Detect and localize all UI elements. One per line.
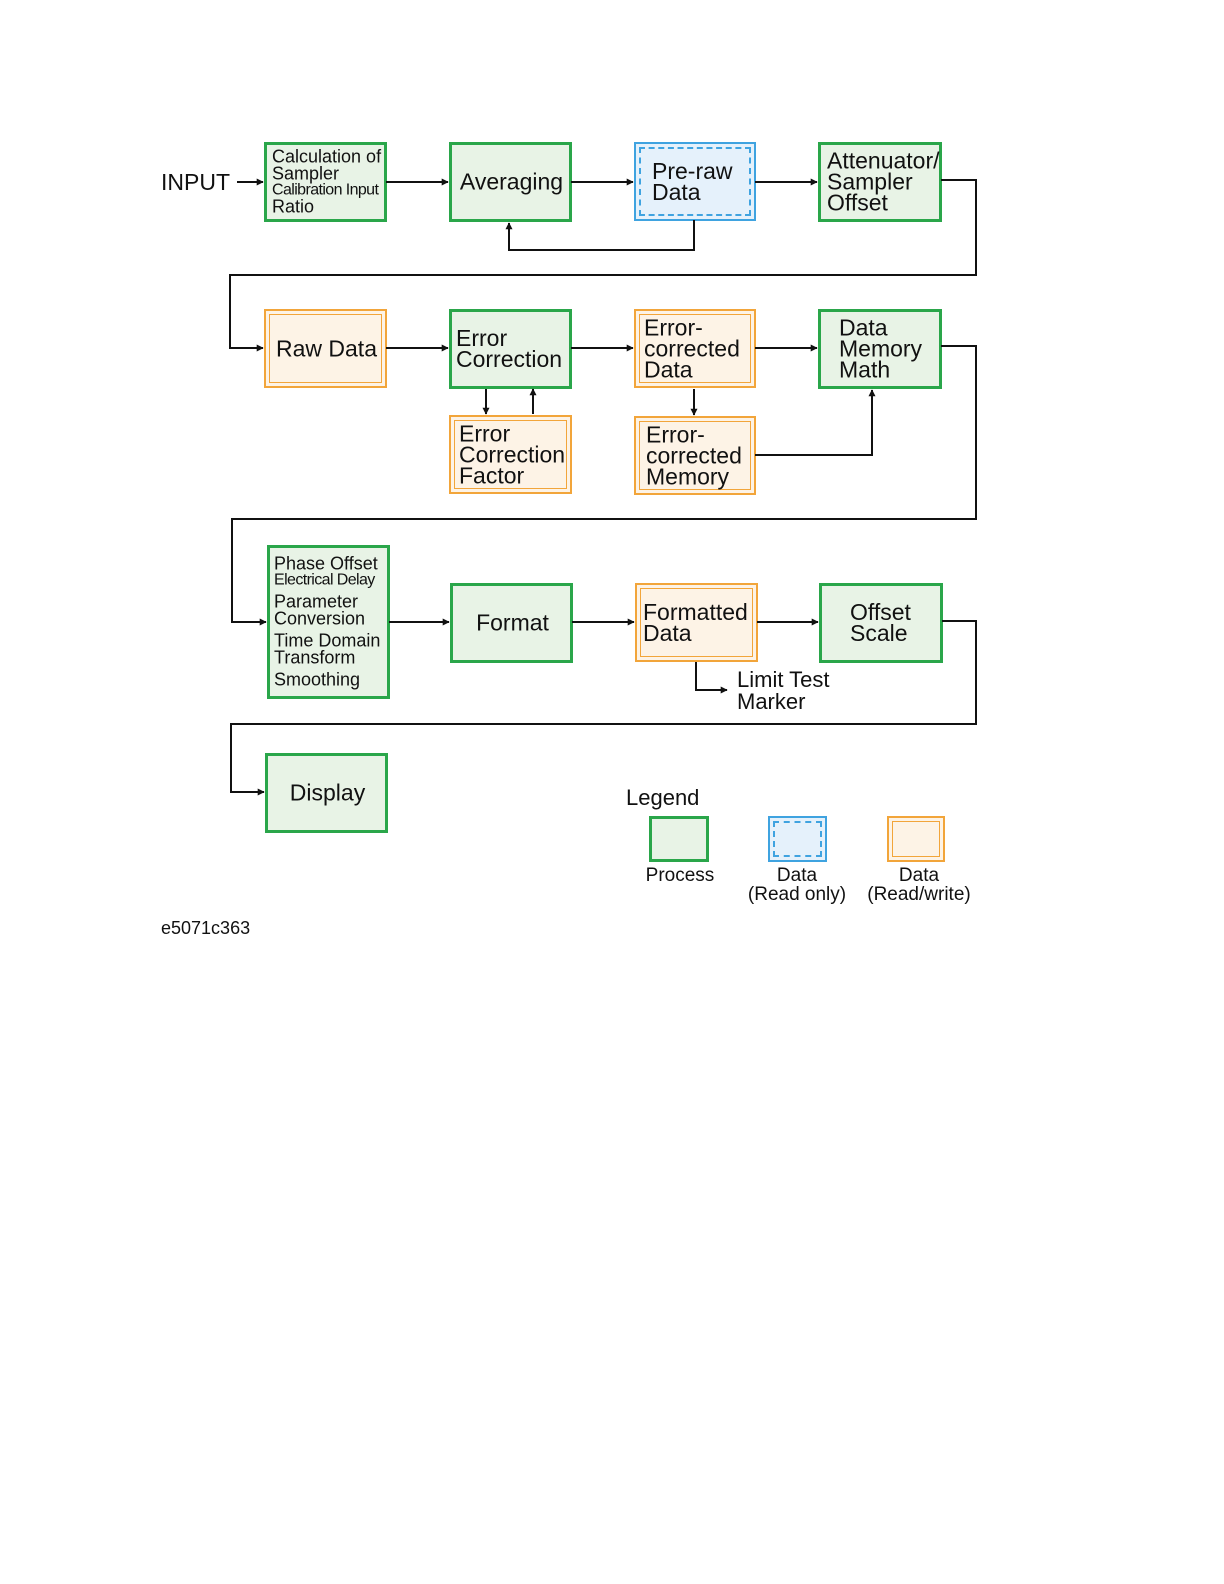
calc-line-1: Calculation of (272, 146, 382, 167)
factor-line-3: Factor (459, 462, 525, 488)
offset-scale-box[interactable]: Offset Scale (819, 583, 943, 663)
raw-data-box[interactable]: Raw Data (264, 309, 387, 388)
arrow-row2-to-row3 (231, 345, 977, 626)
averaging-label: Averaging (459, 168, 564, 195)
phase-line-6: Transform (274, 647, 356, 668)
errcorrmem-line-2: corrected (646, 442, 742, 468)
legend-process-text: Process (645, 865, 715, 886)
limit-line-1: Limit Test (737, 667, 830, 692)
errcorr-line-1: Error (456, 325, 508, 351)
attenuator-sampler-offset-box[interactable]: Attenuator/ Sampler Offset (818, 142, 942, 222)
preraw-line-2: Data (652, 178, 701, 205)
phase-line-2: Electrical Delay (274, 571, 375, 589)
errcorrmem-line-3: Memory (646, 463, 730, 489)
legend-read-write-swatch (887, 816, 945, 862)
pre-raw-data-box[interactable]: Pre-raw Data (634, 142, 756, 221)
legend-read-write-line-2: (Read/write) (867, 884, 971, 905)
errcorrdata-line-2: corrected (644, 335, 740, 361)
connector-arrows (229, 178, 977, 796)
legend-read-only-line-2: (Read only) (747, 884, 847, 905)
calc-line-2: Sampler (272, 163, 340, 184)
attenuator-line-2: Sampler (827, 168, 913, 195)
error-correction-factor-box[interactable]: Error Correction Factor (449, 415, 572, 494)
format-label: Format (476, 609, 549, 636)
arrow-row3-to-display (230, 620, 977, 796)
errcorrdata-line-1: Error- (644, 314, 703, 340)
data-memory-math-box[interactable]: Data Memory Math (818, 309, 942, 389)
arrow-row1-to-row2 (229, 179, 977, 352)
error-corrected-data-box[interactable]: Error- corrected Data (634, 309, 756, 388)
attenuator-line-1: Attenuator/ (827, 147, 940, 174)
format-box[interactable]: Format (450, 583, 573, 663)
arrow-preraw-feedback (505, 220, 695, 251)
limit-test-marker-label: Limit Test Marker (737, 669, 830, 713)
phase-line-1: Phase Offset (274, 553, 378, 574)
figure-id: e5071c363 (161, 918, 251, 938)
datamem-line-3: Math (839, 356, 891, 383)
offset-line-1: Offset (850, 599, 911, 625)
phase-offset-conversion-box[interactable]: Phase Offset Electrical Delay Parameter … (267, 545, 390, 699)
factor-line-2: Correction (459, 441, 566, 467)
error-corrected-memory-box[interactable]: Error- corrected Memory (634, 416, 756, 495)
legend-read-only-caption: Data (Read only) (736, 866, 858, 904)
attenuator-line-3: Offset (827, 189, 888, 216)
averaging-box[interactable]: Averaging (449, 142, 572, 222)
legend-read-only-swatch (768, 816, 827, 862)
legend-process-swatch (649, 816, 709, 862)
legend-read-write-line-1: Data (898, 865, 940, 886)
display-box[interactable]: Display (265, 753, 388, 833)
datamem-line-2: Memory (839, 335, 923, 362)
formatted-data-box[interactable]: Formatted Data (635, 583, 758, 662)
calc-line-4: Ratio (272, 196, 315, 217)
arrow-memory-to-datamem (755, 389, 876, 456)
phase-line-5: Time Domain (274, 630, 381, 651)
datamem-line-1: Data (839, 314, 888, 341)
arrow-formatted-to-limit (695, 662, 728, 694)
display-label: Display (289, 779, 366, 806)
formatted-line-2: Data (643, 619, 692, 646)
phase-line-7: Smoothing (274, 669, 361, 690)
legend-title: Legend (626, 785, 700, 810)
signal-flow-diagram: INPUT Calculation of Sampler Calibration… (161, 142, 982, 938)
error-correction-box[interactable]: Error Correction (449, 309, 572, 389)
factor-line-1: Error (459, 420, 511, 446)
errcorrmem-line-1: Error- (646, 421, 705, 447)
errcorr-line-2: Correction (456, 346, 563, 372)
formatted-line-1: Formatted (643, 598, 748, 625)
preraw-line-1: Pre-raw (652, 157, 733, 184)
rawdata-label: Raw Data (276, 335, 377, 361)
calc-sampler-ratio-box[interactable]: Calculation of Sampler Calibration Input… (264, 142, 387, 222)
calc-line-3: Calibration Input (272, 181, 379, 199)
phase-line-3: Parameter (274, 591, 359, 612)
offset-line-2: Scale (850, 620, 908, 646)
limit-line-2: Marker (737, 689, 806, 714)
input-label: INPUT (161, 169, 230, 195)
legend-read-only-line-1: Data (776, 865, 818, 886)
legend-process-caption: Process (620, 866, 740, 885)
phase-line-4: Conversion (274, 608, 366, 629)
legend-read-write-caption: Data (Read/write) (856, 866, 982, 904)
errcorrdata-line-3: Data (644, 356, 693, 382)
